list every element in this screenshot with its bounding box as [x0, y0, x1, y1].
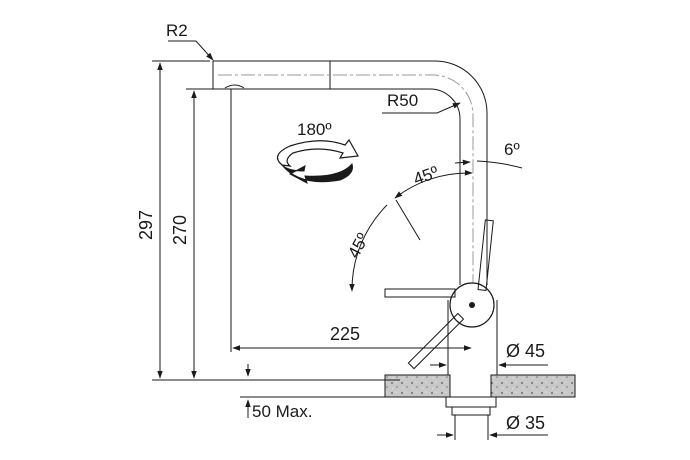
dim-r50: R50: [382, 91, 461, 114]
label-rotation: 180º: [297, 120, 332, 139]
dim-reach-225: 225: [230, 89, 472, 352]
label-max-50: 50 Max.: [252, 402, 312, 421]
label-r2: R2: [166, 21, 188, 40]
handle-lever: [384, 219, 495, 370]
label-r50: R50: [387, 91, 418, 110]
countertop: [384, 374, 576, 398]
dim-angle-45: 45º 45º: [344, 162, 473, 292]
dim-dia-35: Ø 35: [437, 413, 548, 438]
label-reach-225: 225: [330, 324, 360, 344]
dim-height-270: 270: [170, 88, 225, 379]
label-dia-35: Ø 35: [506, 413, 545, 433]
dim-angle-6: 6º: [454, 140, 523, 169]
label-angle-6: 6º: [504, 140, 520, 159]
rotation-arrow: 180º: [276, 120, 359, 184]
label-dia-45: Ø 45: [506, 341, 545, 361]
dim-dia-45: Ø 45: [430, 341, 548, 368]
dim-max-50: 50 Max.: [240, 364, 385, 421]
label-height-297: 297: [136, 210, 156, 240]
label-angle-45-lower: 45º: [344, 230, 373, 261]
dim-height-297: 297: [136, 60, 400, 381]
label-angle-45-upper: 45º: [411, 162, 441, 188]
faucet-body: [212, 60, 498, 440]
label-height-270: 270: [170, 215, 190, 245]
dim-r2: R2: [166, 21, 214, 61]
